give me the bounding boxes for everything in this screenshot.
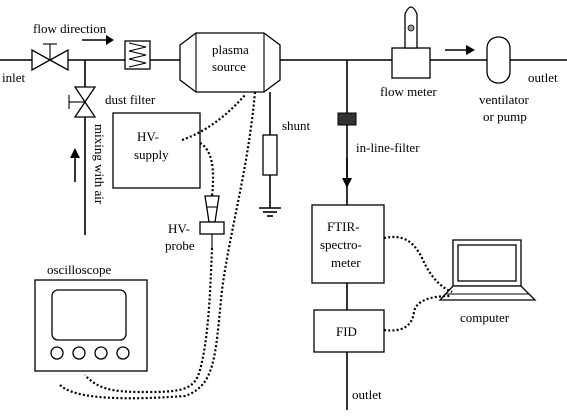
arrow-icon — [445, 45, 475, 55]
ftir-box — [311, 204, 385, 284]
hv-probe-label-2: probe — [165, 238, 195, 253]
ftir-label-2: spectro- — [320, 237, 362, 252]
oscilloscope-icon — [34, 279, 148, 372]
ftir-label-3: meter — [331, 255, 361, 270]
arrow-icon — [342, 158, 352, 188]
computer-icon — [438, 239, 537, 301]
valve-icon — [68, 86, 97, 118]
hv-probe-icon — [199, 195, 225, 248]
in-line-filter-label: in-line-filter — [356, 140, 420, 155]
signal-cables — [59, 91, 453, 400]
computer-label: computer — [460, 310, 510, 325]
shunt-resistor-icon — [262, 134, 278, 176]
inlet-label: inlet — [2, 70, 25, 85]
arrow-icon — [70, 148, 80, 182]
plasma-source-label-2: source — [212, 59, 246, 74]
flow-direction-label: flow direction — [33, 21, 107, 36]
plasma-source-label-1: plasma — [212, 42, 249, 57]
hv-supply-label-2: supply — [134, 147, 169, 162]
dust-filter-icon — [124, 40, 151, 70]
ventilator-icon — [486, 36, 511, 84]
hv-supply-label-1: HV- — [137, 129, 159, 144]
fid-label: FID — [336, 324, 357, 339]
oscilloscope-label: oscilloscope — [47, 262, 111, 277]
hv-probe-label-1: HV- — [168, 221, 190, 236]
hv-supply-box — [112, 112, 201, 189]
valve-icon — [31, 43, 69, 72]
dust-filter-label: dust filter — [105, 92, 156, 107]
ventilator-label-1: ventilator — [479, 92, 529, 107]
outlet-bottom-label: outlet — [352, 387, 382, 402]
ground-icon — [259, 207, 281, 217]
flow-meter-icon — [391, 6, 431, 79]
ventilator-label-2: or pump — [483, 109, 527, 124]
outlet-right-label: outlet — [528, 70, 558, 85]
shunt-label: shunt — [282, 118, 311, 133]
arrow-icon — [82, 35, 114, 45]
plasma-source-icon — [179, 32, 281, 93]
in-line-filter-icon — [337, 112, 357, 126]
fid-box — [313, 309, 385, 353]
mixing-with-air-label: mixing with air — [92, 124, 107, 205]
ftir-label-1: FTIR- — [327, 219, 360, 234]
flow-meter-label: flow meter — [380, 84, 437, 99]
